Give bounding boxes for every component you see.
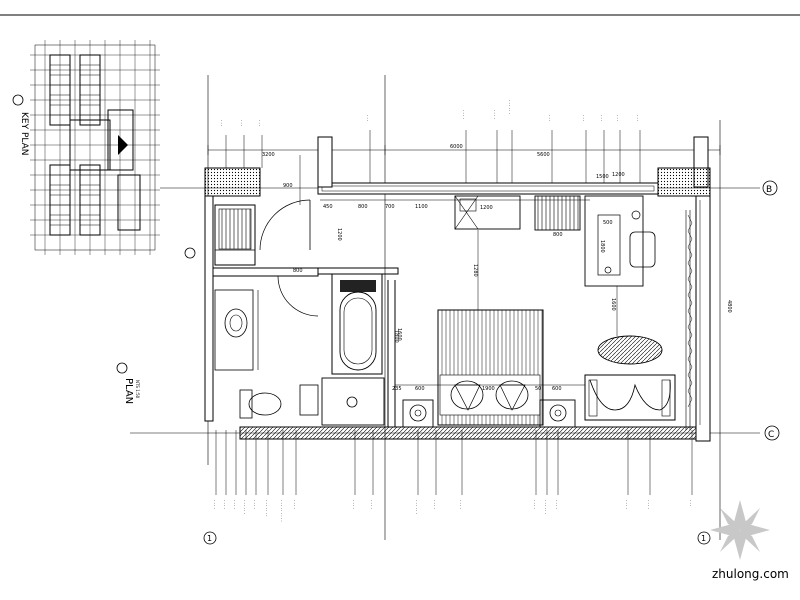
desk-area (584, 195, 656, 287)
dim-900: 900 (283, 183, 293, 189)
dim-1600-bath: 1600 (396, 328, 402, 341)
dim-700: 700 (385, 204, 395, 210)
svg-text:· · · ·: · · · · (432, 500, 437, 509)
dim-800-ac: 800 (553, 232, 563, 238)
watermark: zhulong.com (710, 500, 789, 581)
svg-text:· · ·: · · · (635, 115, 640, 121)
svg-text:· · · · · · ·: · · · · · · · (264, 500, 269, 517)
svg-text:· · ·: · · · (219, 120, 224, 126)
dim-1100: 1100 (415, 204, 428, 210)
bathroom-door-swing (277, 275, 319, 317)
dim-1500: 1500 (596, 174, 609, 180)
interior-dimension-lines (395, 200, 701, 425)
svg-text:· · · ·: · · · · (369, 500, 374, 509)
leader-tags-bottom: · · · · · · · · · · · · · · · · · · · · … (212, 500, 693, 522)
window-unit-top (454, 195, 521, 230)
svg-text:· · ·: · · · (615, 115, 620, 121)
svg-text:· · ·: · · · (365, 115, 370, 121)
grid-tag-right-top (762, 180, 778, 196)
grid-tag-bottom-right (697, 531, 711, 545)
dim-3200: 3200 (262, 152, 275, 158)
leader-lines-top (225, 130, 641, 183)
plan-title-block: PLAN NTS 1:50 (116, 362, 140, 404)
svg-text:· · · ·: · · · · (624, 500, 629, 509)
dim-1600: 1600 (610, 298, 616, 311)
svg-text:· · · ·: · · · · (222, 500, 227, 509)
dim-5600: 5600 (537, 152, 550, 158)
plan-scale: NTS 1:50 (135, 380, 140, 399)
air-conditioner (534, 195, 581, 231)
svg-text:· · · ·: · · · · (554, 500, 559, 509)
svg-text:· · · ·: · · · · (461, 110, 466, 119)
double-bed (437, 309, 544, 426)
plan-title: PLAN (123, 378, 134, 404)
grid-lines (130, 75, 760, 540)
dim-800: 800 (358, 204, 368, 210)
dim-50: 50 (535, 386, 541, 392)
entry-door-swing (259, 199, 311, 251)
grid-tag-right-bottom-label: C (768, 430, 774, 440)
grid-tag-bottom-left-label: 1 (207, 534, 212, 543)
grid-tag-bottom-right-label: 1 (701, 534, 706, 543)
svg-text:· · · ·: · · · · (292, 500, 297, 509)
dim-500: 500 (603, 220, 613, 226)
svg-text:· · ·: · · · (239, 120, 244, 126)
leader-lines-bottom (215, 430, 693, 495)
toilet (239, 389, 282, 419)
dim-1280: 1280 (472, 264, 478, 277)
svg-text:· · · · · ·: · · · · · · (507, 100, 512, 114)
svg-text:· · · ·: · · · · (232, 500, 237, 509)
dim-6000: 6000 (450, 144, 463, 150)
shower-stall (299, 377, 385, 426)
grid-tag-bottom-left (203, 531, 217, 545)
sofa (584, 374, 676, 421)
dim-1800-bed: 1800 (393, 330, 399, 343)
leader-tags-top: · · · · · · · · · · · · · · · · · · · · … (219, 100, 640, 126)
svg-text:· · · ·: · · · · (492, 110, 497, 119)
nightstand-left (402, 399, 434, 428)
svg-text:· · · ·: · · · · (532, 500, 537, 509)
dim-1200-window: 1200 (480, 205, 493, 211)
svg-text:· · ·: · · · (547, 115, 552, 121)
dim-450: 450 (323, 204, 333, 210)
dim-1800-desk: 1800 (599, 240, 605, 253)
key-plan-title: KEY PLAN (19, 112, 29, 155)
dim-1900: 1900 (482, 386, 495, 392)
svg-text:· · ·: · · · (257, 120, 262, 126)
grid-tag-right-top-label: B (766, 185, 772, 195)
key-plan-label: KEY PLAN (12, 94, 29, 155)
vanity-counter (214, 289, 259, 371)
svg-text:· · ·: · · · (688, 500, 693, 506)
svg-text:· · ·: · · · (581, 115, 586, 121)
svg-text:· · · · · ·: · · · · · · (242, 500, 247, 514)
dim-4800: 4800 (726, 300, 732, 313)
dim-1200-wall: 1200 (336, 228, 342, 241)
dim-235: 235 (392, 386, 402, 392)
curtain-right (687, 214, 693, 408)
svg-text:· · · ·: · · · · (212, 500, 217, 509)
svg-text:· · · · · ·: · · · · · · (543, 500, 548, 514)
svg-text:· · · · · · · · ·: · · · · · · · · · (279, 500, 284, 522)
dim-600-right: 600 (552, 386, 562, 392)
svg-text:· · · ·: · · · · (351, 500, 356, 509)
bathtub (331, 273, 383, 375)
coffee-table (597, 335, 663, 365)
grid-tag-right-bottom (764, 425, 780, 441)
dim-1200-top: 1200 (612, 172, 625, 178)
nightstand-right (539, 399, 576, 428)
watermark-text: zhulong.com (712, 567, 789, 581)
svg-text:· · · ·: · · · · (646, 500, 651, 509)
svg-text:· · · · · ·: · · · · · · (414, 500, 419, 514)
closet-wardrobe (214, 204, 256, 266)
watermark-logo-icon (710, 500, 770, 560)
dim-600-left: 600 (415, 386, 425, 392)
svg-text:· · · ·: · · · · (252, 500, 257, 509)
dim-800-left: 800 (293, 268, 303, 274)
svg-text:· · · ·: · · · · (458, 500, 463, 509)
key-plan-thumbnail (30, 40, 160, 255)
bathroom-partition (212, 267, 399, 427)
svg-text:· · ·: · · · (599, 115, 604, 121)
key-plan-grid-tag (184, 247, 196, 259)
